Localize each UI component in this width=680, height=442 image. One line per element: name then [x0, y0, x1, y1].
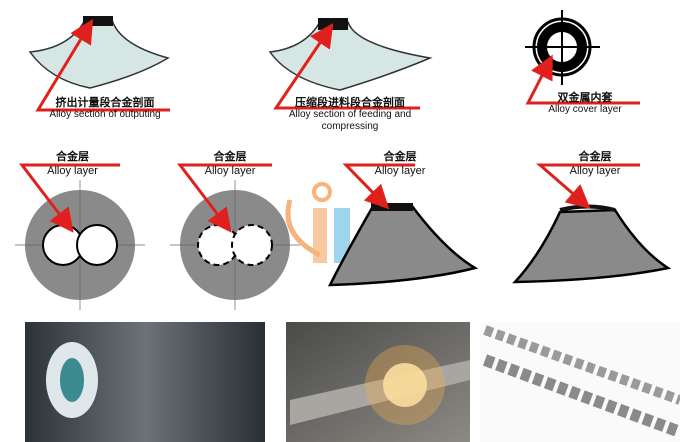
label-en: Alloy section of feeding and compressing [288, 109, 412, 132]
label-en: Alloy layer [374, 165, 426, 177]
section-outputting [28, 16, 170, 112]
photo-barrel-interior [25, 322, 265, 442]
label-zh: 挤出计量段合金剖面 [55, 97, 155, 109]
label-alloy-layer-1: 合金层 Alloy layer [25, 151, 120, 177]
screw-flight-section-2 [512, 163, 672, 284]
label-zh: 合金层 [56, 151, 89, 163]
label-alloy-layer-4: 合金层 Alloy layer [550, 151, 640, 177]
label-zh: 压缩段进料段合金剖面 [295, 97, 405, 109]
label-zh: 合金层 [383, 151, 417, 163]
label-feeding: 压缩段进料段合金剖面 Alloy section of feeding and … [285, 97, 415, 133]
label-en: Alloy layer [204, 165, 256, 177]
label-cover: 双金属内套 Alloy cover layer [530, 92, 640, 116]
label-zh: 合金层 [213, 151, 247, 163]
label-zh: 双金属内套 [557, 92, 613, 104]
label-outputting: 挤出计量段合金剖面 Alloy section of outputing [30, 97, 180, 121]
barrel-cross-section-2 [170, 163, 300, 310]
label-en: Alloy cover layer [548, 104, 622, 115]
photo-welding-screw [286, 322, 470, 442]
label-alloy-layer-3: 合金层 Alloy layer [355, 151, 445, 177]
alloy-cover-ring [525, 10, 640, 105]
label-zh: 合金层 [578, 151, 612, 163]
label-en: Alloy section of outputing [49, 109, 161, 120]
label-en: Alloy layer [569, 165, 621, 177]
logo-jw [285, 182, 350, 263]
screw-flight-section-1 [327, 163, 479, 287]
photo-twin-screws [480, 322, 680, 442]
section-feeding [268, 18, 433, 110]
label-en: Alloy layer [47, 165, 98, 177]
barrel-cross-section-1 [15, 163, 145, 310]
label-alloy-layer-2: 合金层 Alloy layer [185, 151, 275, 177]
